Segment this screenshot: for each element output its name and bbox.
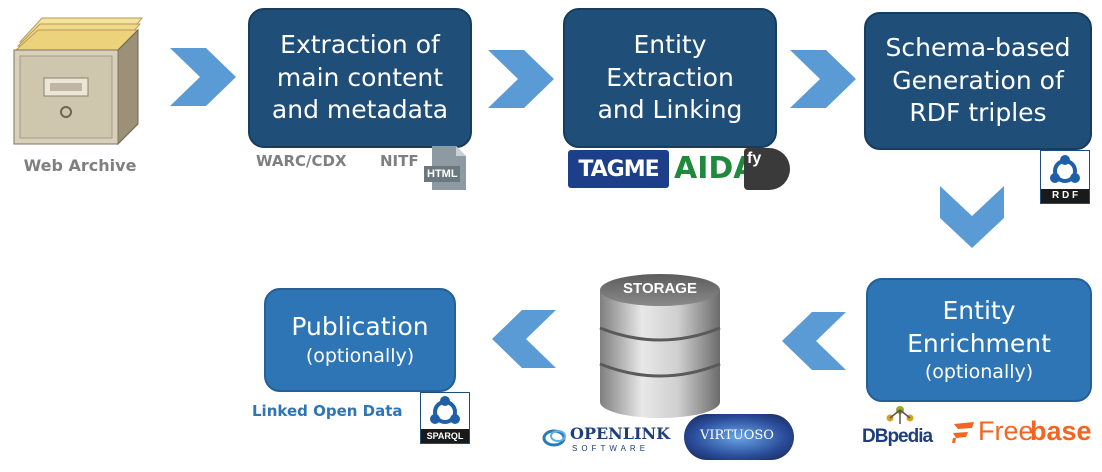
entity-step-box: Entity Extraction and Linking bbox=[563, 8, 777, 148]
chevron-right-icon bbox=[790, 50, 856, 108]
openlink-logo-subtext: SOFTWARE bbox=[572, 444, 650, 453]
tagme-logo: TAGME bbox=[568, 150, 669, 188]
extraction-line-2: main content bbox=[276, 62, 444, 92]
freebase-logo-text-a: Free bbox=[978, 416, 1034, 446]
sparql-logo-label: SPARQL bbox=[421, 429, 469, 443]
html-file-icon: HTML bbox=[422, 146, 468, 190]
linked-open-data-label: Linked Open Data bbox=[252, 402, 403, 420]
aida-logo: AIDA bbox=[674, 151, 757, 186]
extraction-line-3: and metadata bbox=[271, 95, 449, 125]
storage-database-icon: STORAGE bbox=[596, 270, 724, 420]
rdf-logo-label: R D F bbox=[1041, 189, 1089, 203]
dbpedia-logo: DBpedia bbox=[860, 404, 944, 450]
freebase-logo-text-b: base bbox=[1030, 416, 1092, 446]
enrichment-line-2: Enrichment bbox=[907, 328, 1051, 358]
storage-label: STORAGE bbox=[623, 280, 697, 297]
enrichment-line-1: Entity bbox=[942, 296, 1016, 326]
extraction-line-1: Extraction of bbox=[280, 30, 440, 60]
fy-logo-text: fy bbox=[747, 150, 762, 167]
entity-line-2: Extraction bbox=[606, 62, 734, 92]
schema-line-3: RDF triples bbox=[909, 98, 1047, 128]
chevron-right-icon bbox=[488, 50, 554, 108]
publication-title: Publication bbox=[291, 312, 429, 342]
schema-step-box: Schema-based Generation of RDF triples bbox=[864, 12, 1092, 150]
extraction-step-box: Extraction of main content and metadata bbox=[248, 8, 472, 148]
fy-logo: fy bbox=[744, 148, 790, 190]
enrichment-note: (optionally) bbox=[924, 361, 1034, 384]
chevron-left-icon bbox=[782, 312, 846, 370]
web-archive-label: Web Archive bbox=[23, 156, 137, 175]
tagme-logo-text: TAGME bbox=[578, 156, 659, 182]
virtuoso-logo: VIRTUOSO bbox=[684, 414, 794, 460]
openlink-logo: OPENLINK SOFTWARE bbox=[542, 420, 682, 460]
warc-cdx-label: WARC/CDX bbox=[256, 152, 347, 170]
schema-line-1: Schema-based bbox=[885, 33, 1071, 63]
publication-step-box: Publication (optionally) bbox=[264, 288, 456, 392]
sparql-logo: SPARQL bbox=[420, 392, 470, 444]
enrichment-step-box: Entity Enrichment (optionally) bbox=[866, 278, 1092, 402]
rdf-logo: R D F bbox=[1040, 150, 1090, 204]
chevron-right-icon bbox=[170, 48, 236, 106]
chevron-down-icon bbox=[940, 186, 1004, 248]
web-archive-icon bbox=[10, 12, 150, 147]
schema-line-2: Generation of bbox=[892, 65, 1064, 95]
dbpedia-logo-text: DBpedia bbox=[862, 426, 933, 447]
entity-line-1: Entity bbox=[633, 30, 707, 60]
chevron-left-icon bbox=[492, 310, 556, 368]
freebase-logo: Free base bbox=[950, 412, 1100, 452]
openlink-logo-text: OPENLINK bbox=[570, 424, 671, 443]
virtuoso-logo-text: VIRTUOSO bbox=[700, 428, 774, 443]
html-file-label: HTML bbox=[427, 168, 458, 180]
entity-line-3: and Linking bbox=[597, 95, 743, 125]
publication-note: (optionally) bbox=[305, 344, 415, 367]
nitf-label: NITF bbox=[380, 152, 419, 170]
